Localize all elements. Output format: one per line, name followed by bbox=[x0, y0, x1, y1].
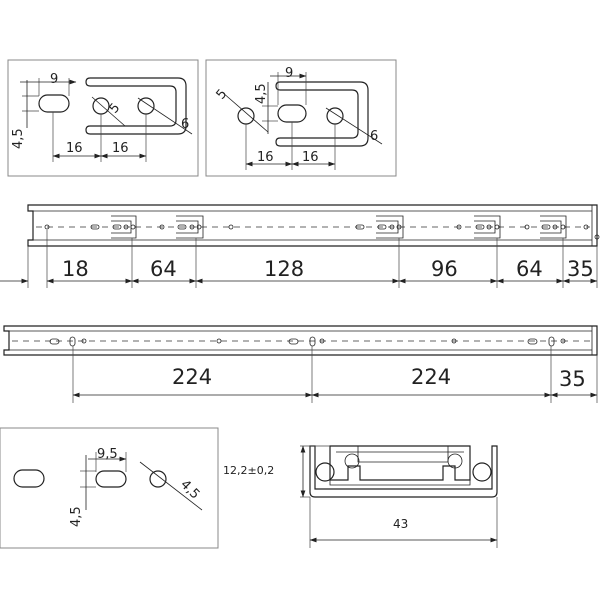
hole-leader bbox=[221, 91, 269, 133]
mounting-hole bbox=[216, 338, 222, 344]
detail-top-left: 9 4,5 5 6 16 16 bbox=[7, 59, 199, 177]
mounting-hole bbox=[456, 224, 462, 230]
mounting-hole bbox=[594, 234, 600, 240]
roller bbox=[472, 462, 492, 482]
mounting-slot bbox=[548, 336, 555, 347]
dim-slot-height: 4,5 bbox=[11, 128, 26, 149]
mounting-hole bbox=[81, 338, 87, 344]
dim-spacing-left: 16 bbox=[257, 150, 274, 165]
profile-section: 12,2±0,2 43 bbox=[223, 445, 498, 548]
dim-spacing-right: 16 bbox=[112, 141, 129, 156]
hole-leader bbox=[91, 96, 126, 127]
dim-label: 64 bbox=[150, 257, 177, 281]
dim-bracket-slot: 6 bbox=[370, 129, 378, 144]
profile-carriage bbox=[329, 445, 471, 481]
mounting-hole bbox=[319, 338, 325, 344]
rail-top: 18 64 128 96 64 35 bbox=[0, 204, 600, 288]
dim-label: 224 bbox=[172, 365, 212, 389]
bracket-leader bbox=[137, 97, 193, 135]
mounting-slot bbox=[527, 338, 538, 345]
dim-profile-width: 43 bbox=[393, 517, 408, 531]
rail-bracket bbox=[376, 215, 404, 239]
dim-slot-width: 9,5 bbox=[97, 447, 118, 462]
dim-label: 224 bbox=[411, 365, 451, 389]
dim-label: 35 bbox=[559, 367, 586, 391]
mounting-hole bbox=[228, 224, 234, 230]
dim-profile-height: 12,2±0,2 bbox=[223, 464, 274, 477]
dim-slot-height: 4,5 bbox=[254, 83, 269, 104]
mounting-hole bbox=[451, 338, 457, 344]
rail-bracket bbox=[111, 215, 137, 239]
dim-slot-height: 4,5 bbox=[69, 506, 84, 527]
mounting-slot bbox=[309, 336, 316, 347]
mounting-slot bbox=[38, 94, 70, 113]
rail-bottom: 224 224 35 bbox=[3, 325, 598, 403]
mounting-hole bbox=[524, 224, 530, 230]
mounting-slot bbox=[49, 338, 60, 345]
mounting-slot bbox=[13, 469, 45, 488]
detail-bottom-left: 9,5 4,5 4,5 bbox=[0, 427, 219, 549]
profile-outline bbox=[309, 445, 498, 498]
roller bbox=[315, 462, 335, 482]
bracket-outline bbox=[275, 81, 369, 147]
mounting-hole bbox=[583, 224, 589, 230]
rail-bracket bbox=[540, 215, 567, 239]
mounting-slot bbox=[288, 338, 299, 345]
dim-slot-width: 9 bbox=[50, 72, 58, 87]
rail-bracket bbox=[176, 215, 204, 239]
mounting-hole bbox=[44, 224, 50, 230]
dim-spacing-left: 16 bbox=[66, 141, 83, 156]
mounting-hole bbox=[159, 224, 165, 230]
dim-bracket-slot: 6 bbox=[181, 117, 189, 132]
bracket-outline bbox=[85, 77, 187, 135]
rail-outline bbox=[27, 204, 598, 247]
detail-top-middle: 9 4,5 5 6 16 16 bbox=[205, 59, 397, 177]
dim-label: 128 bbox=[264, 257, 304, 281]
hole-leader bbox=[139, 461, 203, 511]
mounting-slot bbox=[69, 336, 76, 347]
dim-label: 64 bbox=[516, 257, 543, 281]
roller bbox=[344, 453, 360, 469]
dim-label: 35 bbox=[567, 257, 594, 281]
dim-spacing-right: 16 bbox=[302, 150, 319, 165]
rail-outline bbox=[3, 325, 598, 356]
mounting-hole bbox=[149, 470, 167, 488]
dim-label: 96 bbox=[431, 257, 458, 281]
detail-frame bbox=[0, 427, 219, 549]
mounting-slot bbox=[355, 224, 365, 230]
mounting-slot bbox=[90, 224, 100, 230]
dim-slot-width: 9 bbox=[285, 66, 293, 81]
mounting-hole bbox=[560, 338, 566, 344]
roller bbox=[447, 453, 463, 469]
dim-label: 18 bbox=[62, 257, 89, 281]
rail-bracket bbox=[474, 215, 501, 239]
mounting-slot bbox=[95, 470, 127, 488]
bracket-leader bbox=[325, 107, 383, 145]
